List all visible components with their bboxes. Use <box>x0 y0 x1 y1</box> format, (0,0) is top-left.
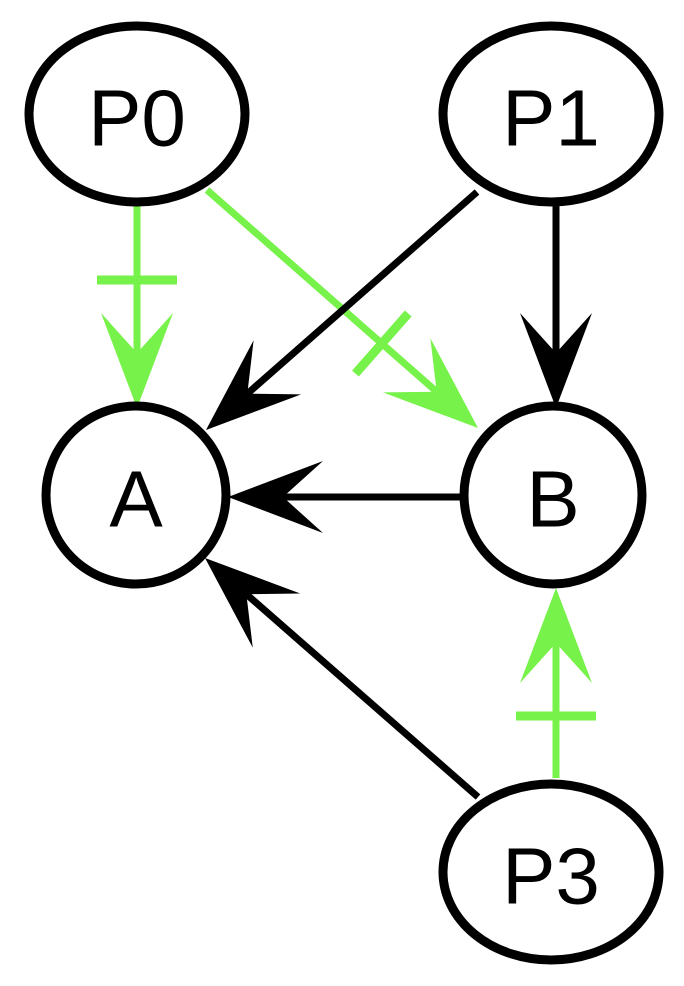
bar-marker-icon <box>352 310 412 377</box>
edge-line <box>245 189 480 397</box>
nodes-layer: P0 P1 A B P3 <box>24 21 664 965</box>
node-label-b: B <box>526 455 579 544</box>
arrowhead-icon <box>205 558 301 648</box>
arrowhead-icon <box>206 340 302 430</box>
node-label-p3: P3 <box>502 832 600 921</box>
node-label-p0: P0 <box>88 74 186 163</box>
arrowhead-icon <box>382 338 478 428</box>
node-p1[interactable]: P1 <box>438 21 664 207</box>
edges-layer <box>97 187 596 800</box>
node-a[interactable]: A <box>41 401 231 589</box>
node-p3[interactable]: P3 <box>438 779 664 965</box>
edge-b-to-a[interactable] <box>228 461 462 533</box>
node-p0[interactable]: P0 <box>24 21 250 207</box>
edge-p1-to-a[interactable] <box>206 189 480 430</box>
edge-p0-to-a[interactable] <box>97 205 177 408</box>
edge-p3-to-b[interactable] <box>516 588 596 778</box>
edge-line <box>204 187 439 395</box>
edge-p0-to-b[interactable] <box>204 187 478 428</box>
node-label-a: A <box>109 455 163 544</box>
edge-p3-to-a[interactable] <box>205 558 481 800</box>
arrowhead-icon <box>520 588 592 683</box>
arrowhead-icon <box>228 461 323 533</box>
edge-p1-to-b[interactable] <box>520 205 592 408</box>
node-b[interactable]: B <box>459 401 647 589</box>
edge-line <box>244 591 481 800</box>
arrowhead-icon <box>520 313 592 408</box>
node-label-p1: P1 <box>502 74 600 163</box>
arrowhead-icon <box>101 313 173 408</box>
